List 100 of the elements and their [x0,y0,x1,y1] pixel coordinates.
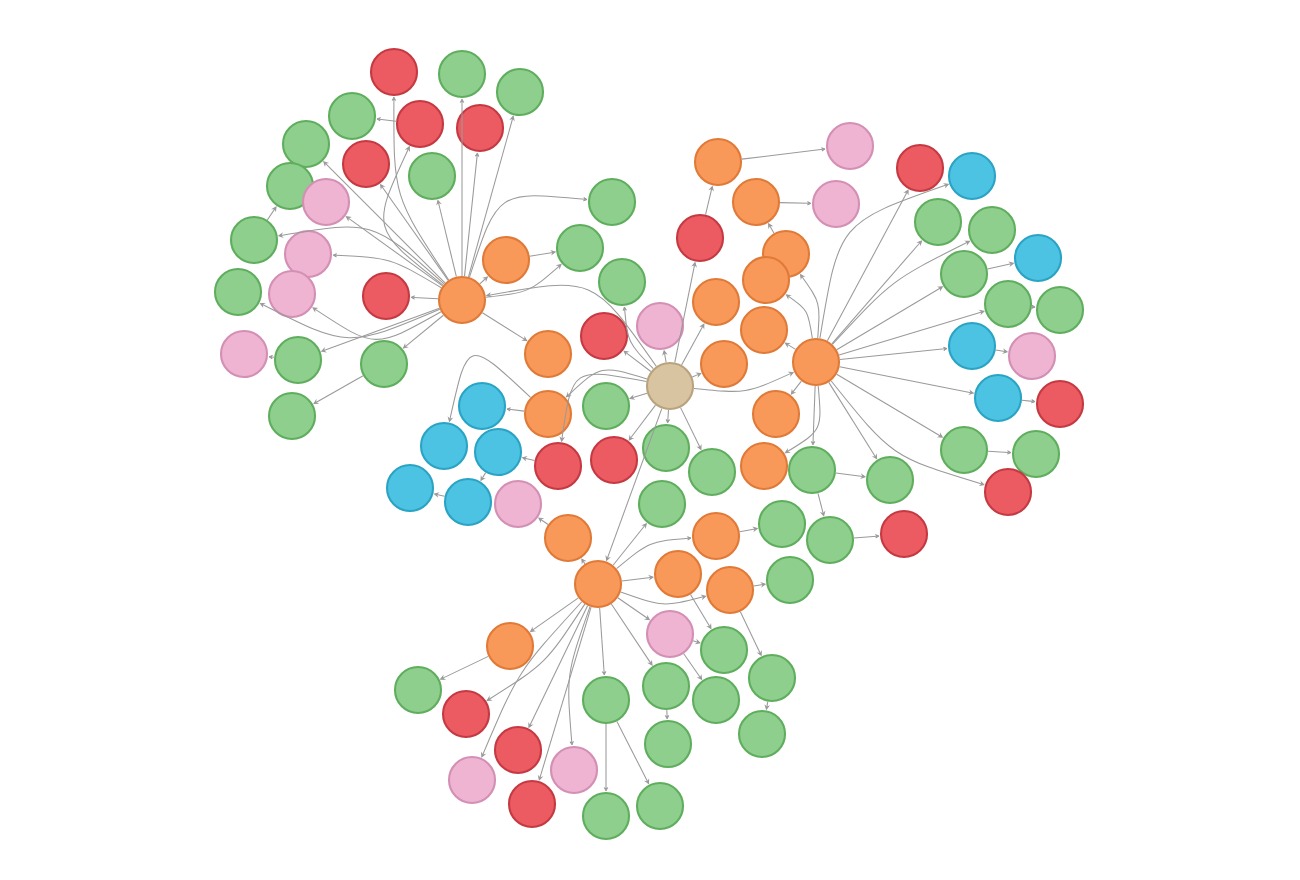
arrow [691,372,702,378]
arrow [506,407,525,412]
graph-node [791,337,841,387]
arrow [376,117,397,122]
graph-node [635,781,685,831]
graph-node [267,269,317,319]
graph-node [361,271,411,321]
arrow [664,709,670,720]
arrow [603,723,609,792]
arrow [838,310,985,356]
arrow [784,385,821,454]
arrow [568,606,591,746]
graph-node [741,255,791,305]
graph-node [219,329,269,379]
graph-node [273,335,323,385]
arrow [839,366,974,395]
graph-node [653,549,703,599]
graph-node [865,455,915,505]
graph-node [805,515,855,565]
graph-node [1035,379,1085,429]
arrow [529,250,556,257]
arrow [468,195,588,278]
arrow [599,607,607,676]
graph-node [747,653,797,703]
arrow [628,404,657,441]
graph-node [419,421,469,471]
arrow [268,355,275,360]
arrow [467,115,515,278]
graph-node [691,675,741,725]
arrow [768,223,775,234]
arrow [481,312,528,342]
arrow [987,261,1014,270]
arrow [741,147,826,160]
graph-node [581,791,631,841]
graph-node [597,257,647,307]
graph-node [967,205,1017,255]
graph-node [407,151,457,201]
graph-node [437,49,487,99]
arrow [785,294,813,339]
graph-node [947,321,997,371]
arrow [810,385,816,446]
graph-node [1011,429,1061,479]
arrow [436,199,457,278]
graph-node [641,661,691,711]
arrow [853,534,880,539]
graph-node [765,555,815,605]
arrow [481,601,583,758]
graph-node [675,213,725,263]
arrow [278,226,445,285]
graph-node [395,99,445,149]
arrow [383,146,444,286]
graph-node [825,121,875,171]
graph-node [939,425,989,475]
arrow [464,152,480,277]
graph-node [691,277,741,327]
arrow [830,380,985,486]
arrow [312,307,442,340]
graph-node [473,427,523,477]
arrow [616,720,650,785]
arrow [826,189,909,342]
graph-node [691,511,741,561]
arrow [705,185,714,216]
arrow [836,286,943,351]
graph-node [369,47,419,97]
graph-node [587,177,637,227]
arrow [480,472,487,481]
graph-node [533,441,583,491]
arrow [479,276,488,285]
graph-node [555,223,605,273]
arrow [689,594,712,629]
graph-node [939,249,989,299]
graph-node [267,391,317,441]
arrow [828,381,878,460]
arrow [753,582,766,587]
graph-node [265,161,315,211]
arrow [620,591,707,605]
graph-node [481,235,531,285]
arrow [622,306,654,370]
graph-node [441,689,491,739]
arrow [259,302,441,339]
graph-node [393,665,443,715]
arrow [321,307,440,353]
graph-node [493,725,543,775]
arrow [486,284,657,367]
graph-node [811,179,861,229]
arrow [266,206,277,221]
graph-node [705,565,755,615]
arrow [835,472,866,479]
graph-node [549,745,599,795]
arrow [581,558,586,565]
arrow [839,346,948,361]
graph-node [455,103,505,153]
graph-node [457,381,507,431]
arrow [538,606,592,781]
graph-node [983,279,1033,329]
graph-node [635,301,685,351]
arrow [836,373,943,438]
graph-node [737,709,787,759]
graph-node [341,139,391,189]
graph-node [751,389,801,439]
